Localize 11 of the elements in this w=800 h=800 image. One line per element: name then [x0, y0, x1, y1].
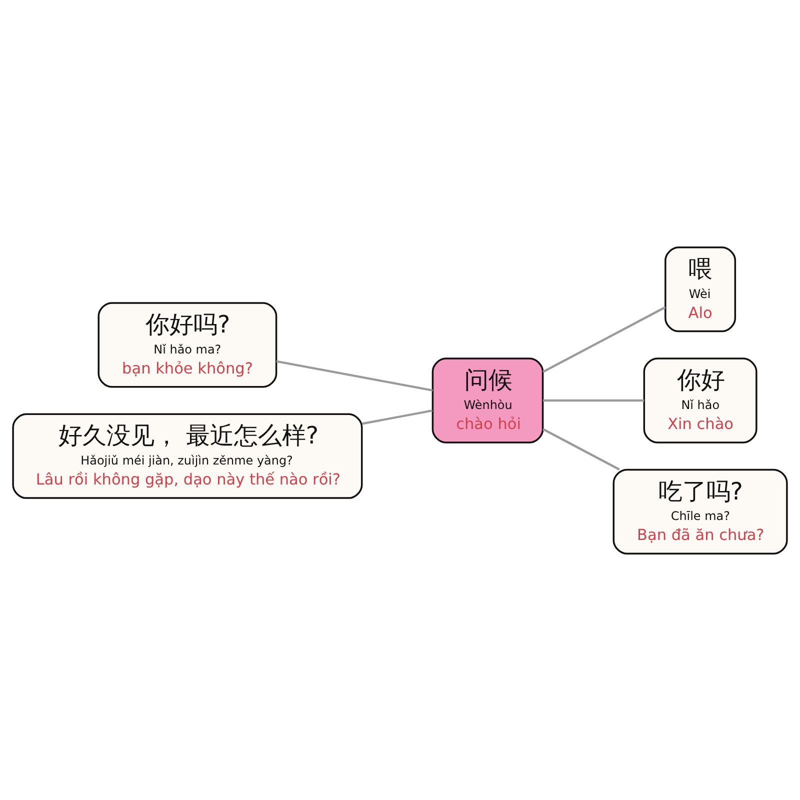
connector: [276, 360, 433, 391]
node-box: 你好 Nǐ hǎo Xin chào: [643, 357, 758, 443]
node-box: 好久没见， 最近怎么样? Hǎojiǔ méi jiàn, zuìjìn zěnme yàng? Lâu rồi không gặp, dạo này thế nào rồi?: [12, 412, 363, 498]
node-box: 喂 Wèi Alo: [664, 246, 736, 332]
connector: [543, 398, 644, 402]
node-box: 你好吗? Nǐ hǎo ma? bạn khỏe không?: [98, 302, 278, 388]
connector: [362, 409, 433, 424]
node-box: 问候 Wènhòu chào hỏi: [432, 357, 544, 443]
node-box: 吃了吗? Chīle ma? Bạn đã ăn chưa?: [612, 468, 788, 554]
connector: [542, 428, 620, 470]
connector: [542, 306, 666, 372]
